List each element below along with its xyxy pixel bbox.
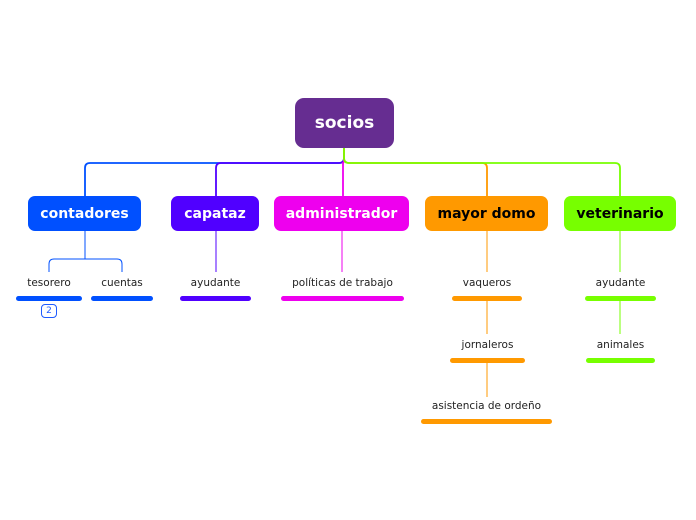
branch-node-capataz[interactable]: capataz [171, 196, 259, 231]
root-node-socios[interactable]: socios [295, 98, 394, 148]
leaf-label: jornaleros [461, 339, 514, 351]
leaf-tesorero[interactable]: tesorero [16, 276, 82, 301]
branch-label: veterinario [576, 205, 664, 222]
leaf-underline [452, 296, 522, 301]
branch-label: administrador [285, 205, 398, 222]
leaf-cuentas[interactable]: cuentas [91, 276, 153, 301]
leaf-underline [585, 296, 656, 301]
link-root-capataz [215, 148, 345, 197]
root-node-label: socios [314, 113, 375, 133]
leaf-politicas-de-trabajo[interactable]: políticas de trabajo [281, 276, 404, 301]
branch-node-veterinario[interactable]: veterinario [564, 196, 676, 231]
leaf-underline [586, 358, 655, 363]
leaf-underline [281, 296, 404, 301]
leaf-label: políticas de trabajo [292, 277, 393, 289]
link-root-contadores [84, 148, 345, 197]
branch-label: contadores [40, 205, 129, 222]
leaf-label: ayudante [190, 277, 241, 289]
link-contadores-children [48, 231, 123, 272]
leaf-underline [91, 296, 153, 301]
branch-node-contadores[interactable]: contadores [28, 196, 141, 231]
leaf-vaqueros[interactable]: vaqueros [452, 276, 522, 301]
leaf-label: animales [596, 339, 645, 351]
child-count-badge[interactable]: 2 [41, 304, 57, 318]
leaf-label: vaqueros [462, 277, 512, 289]
leaf-label: cuentas [101, 277, 143, 289]
leaf-underline [450, 358, 525, 363]
branch-node-mayor-domo[interactable]: mayor domo [425, 196, 548, 231]
link-root-veterinario [343, 148, 621, 197]
leaf-label: tesorero [27, 277, 71, 289]
leaf-capataz-ayudante[interactable]: ayudante [180, 276, 251, 301]
leaf-jornaleros[interactable]: jornaleros [450, 338, 525, 363]
branch-label: capataz [184, 205, 246, 222]
leaf-underline [180, 296, 251, 301]
branch-label: mayor domo [437, 205, 536, 222]
leaf-underline [16, 296, 82, 301]
leaf-label: asistencia de ordeño [431, 400, 542, 412]
leaf-asistencia-de-ordeno[interactable]: asistencia de ordeño [421, 399, 552, 424]
leaf-label: ayudante [595, 277, 646, 289]
leaf-underline [421, 419, 552, 424]
leaf-animales[interactable]: animales [586, 338, 655, 363]
link-root-mayor-domo [343, 148, 488, 197]
branch-node-administrador[interactable]: administrador [274, 196, 409, 231]
leaf-veterinario-ayudante[interactable]: ayudante [585, 276, 656, 301]
